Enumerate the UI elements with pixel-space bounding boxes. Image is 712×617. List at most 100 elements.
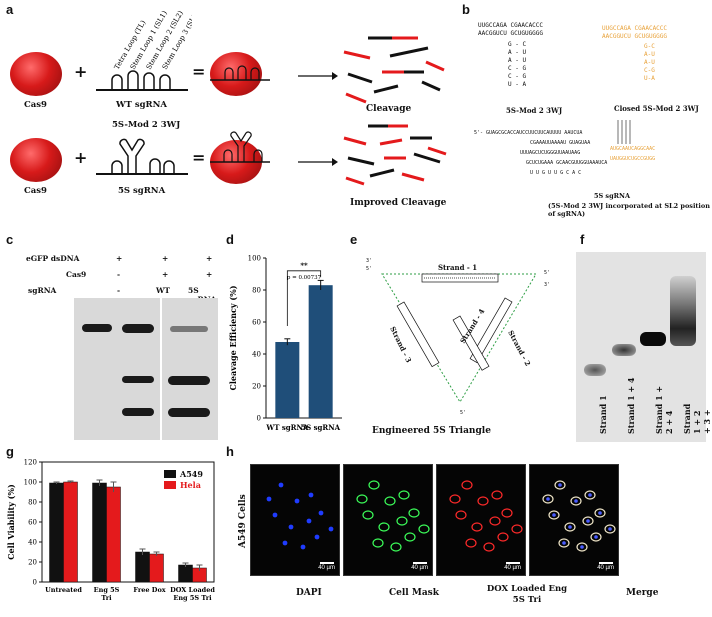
gel-image-left (74, 298, 160, 440)
nucleus (594, 535, 598, 539)
cell (390, 542, 402, 552)
bound-sgrna-row2 (210, 131, 270, 163)
svg-text:AACGGUCU GCUGUGGGG: AACGGUCU GCUGUGGGG (602, 33, 667, 40)
nucleus (272, 512, 278, 518)
significance-bracket (286, 270, 322, 326)
y-tick-label: 40 (252, 351, 261, 359)
cell (483, 542, 495, 552)
cell (582, 516, 594, 526)
gel-lane-label-1: Strand 1 (598, 395, 608, 434)
cell (398, 490, 410, 500)
svg-text:5': 5' (544, 270, 550, 276)
panel-g-letter: g (6, 444, 14, 459)
scale-bar-label: 40 µm (597, 565, 614, 571)
cell (497, 532, 509, 542)
scale-bar: 40 µm (504, 562, 521, 571)
svg-text:A-U: A-U (644, 59, 655, 66)
cell (491, 490, 503, 500)
nucleus (300, 544, 306, 550)
equals-sign-row2: = (192, 148, 206, 167)
scale-bar: 40 µm (318, 562, 335, 571)
svg-text:U - A: U - A (508, 81, 526, 88)
nucleus (318, 510, 324, 516)
panel-a-letter: a (6, 2, 14, 17)
svg-text:A-U: A-U (644, 51, 655, 58)
gel-row-sgrna-lane1: - (117, 286, 121, 295)
wt-sgrna-label: WT sgRNA (116, 100, 167, 110)
strand-3-label: Strand - 3 (388, 325, 413, 364)
5s-sgrna-struct-sublabel: (5S-Mod 2 3WJ incorporated at SL2 positi… (548, 202, 710, 218)
cell (418, 524, 430, 534)
gel-band (82, 324, 112, 332)
cell (590, 532, 602, 542)
cleavage-fragments-row2 (343, 124, 447, 186)
x-tick-label: Free Dox (133, 586, 165, 594)
gel-smear (670, 276, 696, 346)
cas9-label-row2: Cas9 (24, 186, 47, 196)
gel-row-cas9-lane1: - (117, 270, 121, 279)
svg-text:5': 5' (460, 410, 466, 416)
svg-text:5': 5' (366, 266, 372, 272)
x-tick-label: DOX Loaded (170, 586, 215, 594)
y-tick-label: 60 (252, 319, 261, 327)
panel-h-letter: h (226, 444, 234, 459)
nucleus (328, 526, 334, 532)
gel-band (122, 408, 154, 416)
cell (548, 510, 560, 520)
p-value-label: p = 0.00737 (287, 275, 322, 281)
y-tick-label: 80 (252, 287, 261, 295)
cell (465, 538, 477, 548)
5s-sgrna-diagram (96, 138, 188, 175)
nucleus (314, 534, 320, 540)
nucleus (598, 511, 602, 515)
legend-label-a549: A549 (179, 469, 203, 479)
cell (554, 480, 566, 490)
panel-e-letter: e (350, 232, 358, 247)
x-tick-label: Eng 5S Tri (173, 594, 212, 602)
closed-3wj-label: Closed 5S-Mod 2 3WJ (614, 104, 699, 113)
nucleus (546, 497, 550, 501)
x-tick-label: 5S sgRNA (301, 423, 340, 432)
panel-b-letter: b (462, 2, 470, 17)
gel-band (640, 332, 666, 346)
cell (378, 522, 390, 532)
legend-label-hela: Hela (180, 480, 201, 490)
cell (576, 542, 588, 552)
nucleus (288, 524, 294, 530)
gel-lane-label-2: Strand 1 + 4 (626, 377, 636, 434)
y-tick-label: 20 (252, 383, 261, 391)
nucleus (294, 498, 300, 504)
nucleus (308, 492, 314, 498)
cell (564, 522, 576, 532)
gel-band (170, 326, 208, 332)
nucleus (552, 513, 556, 517)
x-tick-label: WT sgRNA (265, 423, 309, 432)
cell (384, 496, 396, 506)
bound-sgrna-row1 (210, 65, 270, 81)
cell (477, 496, 489, 506)
gel-row-label-egfp: eGFP dsDNA (26, 254, 80, 263)
cell (461, 480, 473, 490)
5s-sgrna-struct-label: 5S sgRNA (593, 192, 631, 200)
arrow-row2 (298, 158, 338, 166)
wt-sgrna-diagram: Tetra Loop (TL) Stem Loop 1 (SL1) Stem L… (96, 10, 192, 91)
y-tick-label: 60 (28, 519, 37, 527)
cell (404, 532, 416, 542)
3wj-seq-top: UUGCCAGA CGAACACCC (478, 22, 544, 29)
gel-band (122, 324, 154, 333)
cell (604, 524, 616, 534)
y-tick-label: 40 (28, 539, 37, 547)
svg-text:CGAAAUUAAAAU GUAGUAA: CGAAAUUAAAAU GUAGUAA (530, 140, 590, 146)
y-axis-label: Cleavage Efficiency (%) (228, 285, 238, 390)
h-caption-cellmask: Cell Mask (389, 588, 439, 598)
panel-f-letter: f (580, 232, 585, 247)
scale-bar-label: 40 µm (504, 565, 521, 571)
cell (570, 496, 582, 506)
svg-text:UAUGGUCUGCCGUGG: UAUGGUCUGCCGUGG (610, 156, 655, 162)
svg-text:GCUCUGAAA GCAACGUUGGUAAAUCA: GCUCUGAAA GCAACGUUGGUAAAUCA (526, 160, 607, 166)
nucleus (568, 525, 572, 529)
bar-2 (308, 285, 333, 418)
significance-stars: ** (300, 261, 308, 270)
cell (408, 508, 420, 518)
